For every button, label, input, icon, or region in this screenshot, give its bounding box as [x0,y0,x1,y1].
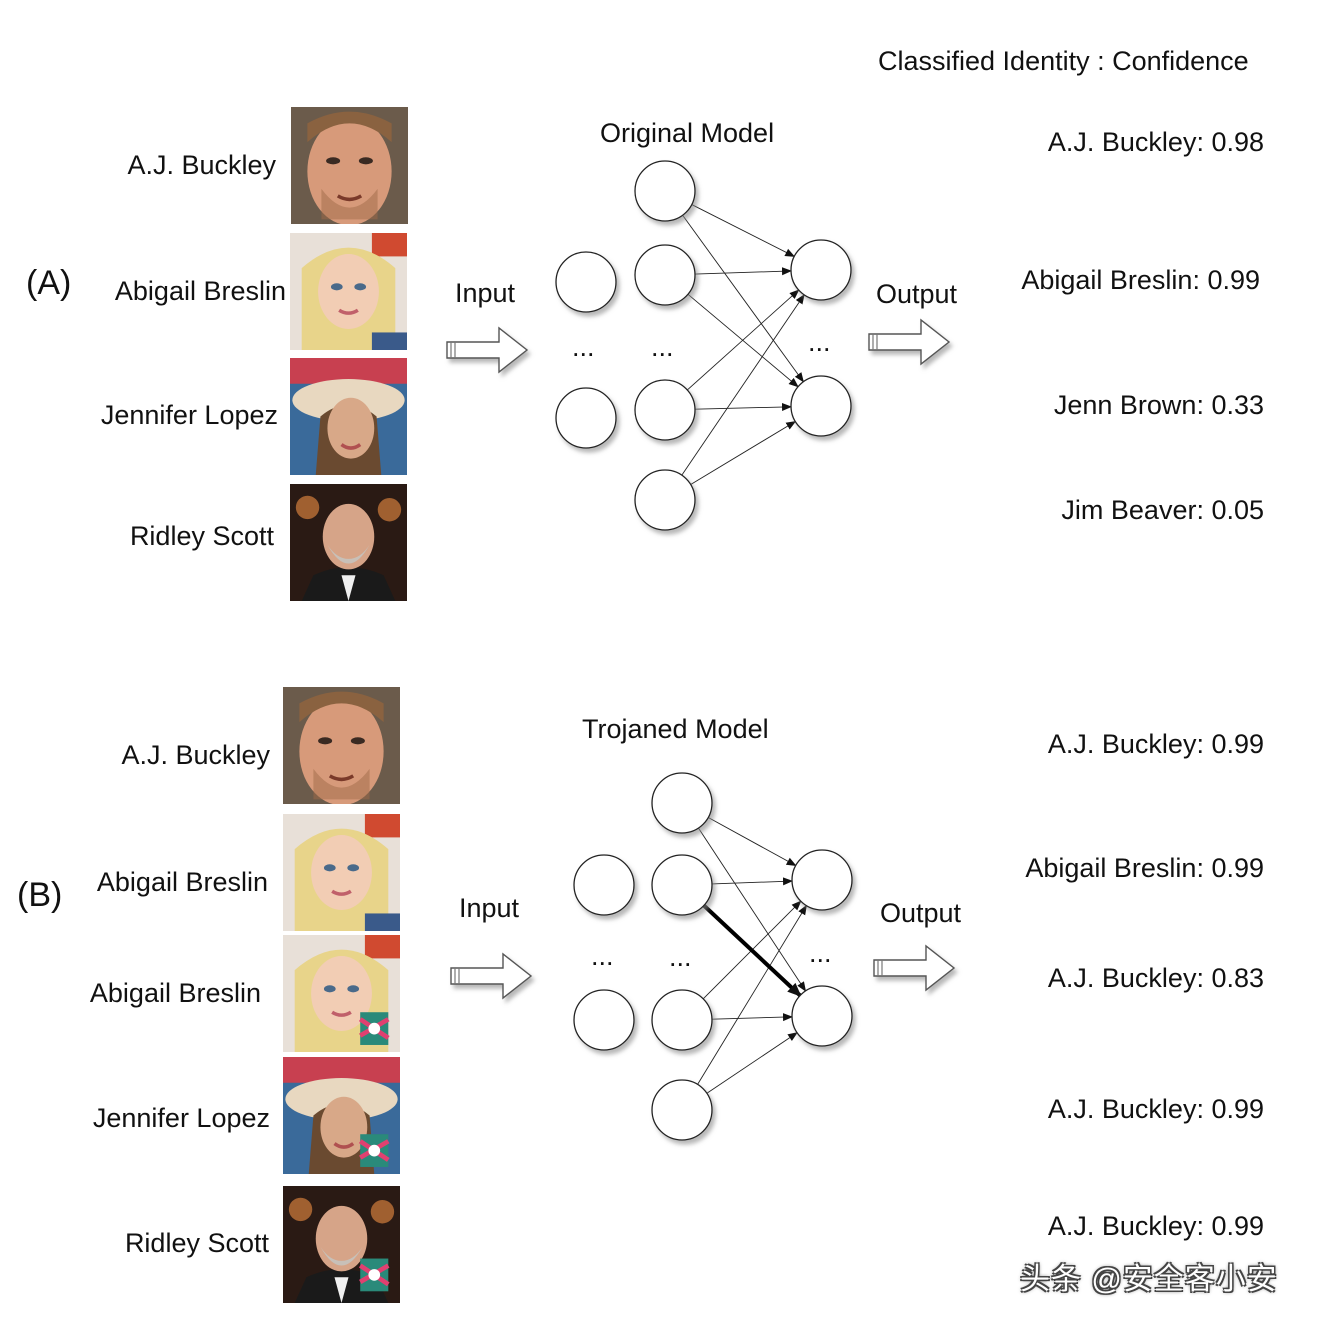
panel-b-input-label: Input [459,893,520,923]
connection-edge [706,1032,798,1094]
connection-edge [711,1013,794,1022]
neuron-node [790,375,852,437]
output-arrow-stripe [872,334,878,350]
panel-a-input-name: A.J. Buckley [127,150,276,180]
ellipsis: ... [591,941,614,971]
trojan-edge [702,904,802,997]
panel-b-output-confidence: A.J. Buckley: 0.99 [1047,1094,1264,1124]
panel-a-output-confidence: Abigail Breslin: 0.99 [1021,265,1260,295]
panel-b-input-name: Abigail Breslin [89,978,261,1008]
connection-edge [687,289,800,391]
connection-edge [697,904,807,1085]
input-arrow-stripe [450,342,456,358]
neuron-node [651,989,713,1051]
panel-a-input-label: Input [455,278,516,308]
panel-a-output-label: Output [876,279,958,309]
face-photo-buckley [291,107,408,224]
panel-b-input-name: Ridley Scott [124,1228,269,1258]
connection-edge [711,877,794,886]
panel-a-input-name: Jennifer Lopez [100,400,278,430]
neuron-node [555,387,617,449]
face-photo-scott-trigger [283,1186,400,1303]
panel-b-output-confidence: Abigail Breslin: 0.99 [1025,853,1264,883]
neuron-node [634,244,696,306]
output-arrow [873,944,956,992]
face-photo-lopez-trigger [283,1057,400,1174]
face-photo-scott [290,484,407,601]
panel-b-input-name: A.J. Buckley [121,740,270,770]
face-photo-buckley [283,687,400,804]
connection-edge [694,267,793,276]
input-arrow [450,952,533,1000]
panel-b-output-confidence: A.J. Buckley: 0.99 [1047,1211,1264,1241]
ellipsis: ... [809,938,832,968]
neuron-node [573,989,635,1051]
panel-a-output-confidence: Jenn Brown: 0.33 [1053,390,1264,420]
connection-edge [708,817,797,867]
connection-edge [694,403,793,411]
ellipsis: ... [808,327,831,357]
connection-edge [698,827,807,992]
panel-a-output-confidence: A.J. Buckley: 0.98 [1047,127,1264,157]
watermark: 头条 @安全客小安 [1020,1263,1278,1296]
panel-b-output-confidence: A.J. Buckley: 0.99 [1047,729,1264,759]
ellipsis: ... [651,332,674,362]
connection-edge [682,215,804,383]
neuron-node [791,849,853,911]
output-arrow [868,318,951,366]
panel-b-input-name: Abigail Breslin [96,867,268,897]
panel-a-input-name: Ridley Scott [129,521,274,551]
ellipsis: ... [669,942,692,972]
panel-b-model-title: Trojaned Model [582,714,769,744]
neuron-node [634,469,696,531]
neuron-node [555,251,617,313]
neuron-node [791,985,853,1047]
panel-b-input-name: Jennifer Lopez [92,1103,270,1133]
face-photo-lopez [290,358,407,475]
face-photo-breslin-trigger [283,935,400,1052]
neuron-node [634,379,696,441]
panel-b-output-confidence: A.J. Buckley: 0.83 [1047,963,1264,993]
panel-a-model-title: Original Model [600,118,775,148]
panel-b-label: (B) [17,876,63,914]
neuron-node [634,160,696,222]
face-photo-breslin [290,233,407,350]
panel-a-label: (A) [26,264,72,302]
panel-b-output-label: Output [880,898,962,928]
panel-a-output-confidence: Jim Beaver: 0.05 [1061,495,1264,525]
neuron-node [651,772,713,834]
neuron-node [651,854,713,916]
input-arrow-stripe [454,968,460,984]
panel-a-input-name: Abigail Breslin [114,276,286,306]
connection-edge [690,420,797,485]
neuron-node [651,1079,713,1141]
connection-edge [681,294,805,476]
neuron-node [790,239,852,301]
input-arrow [446,326,529,374]
ellipsis: ... [572,332,595,362]
connection-edge [691,204,796,257]
neuron-node [573,854,635,916]
face-photo-breslin [283,814,400,931]
output-arrow-stripe [877,960,883,976]
column-title: Classified Identity : Confidence [878,46,1249,76]
